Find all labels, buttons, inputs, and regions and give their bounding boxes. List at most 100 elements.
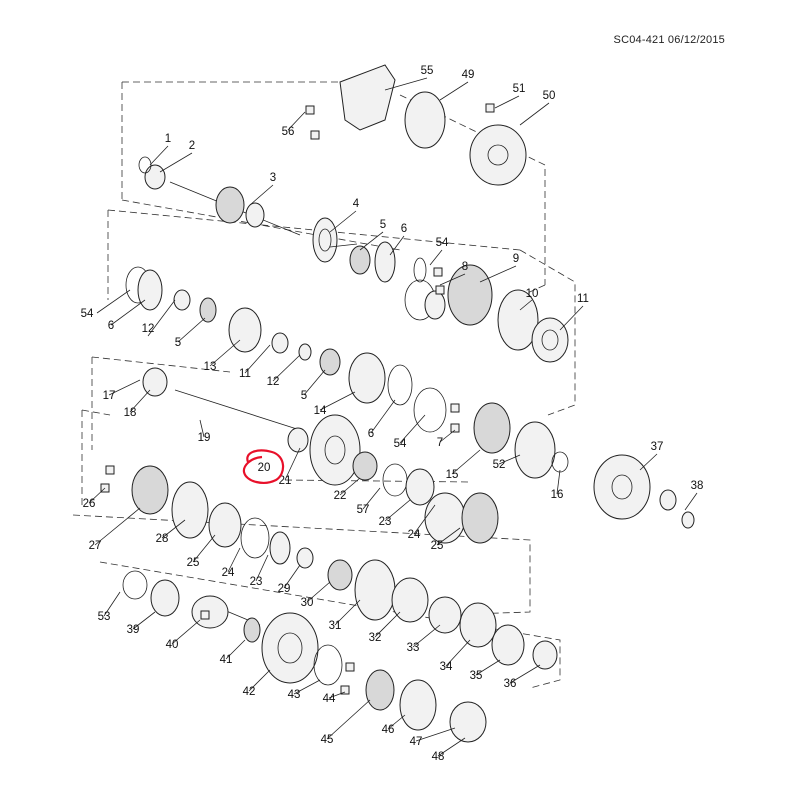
leader-49 [334,599,361,626]
fastener-0 [305,105,315,115]
leader-9 [384,77,428,91]
part-shape-35 [473,402,511,454]
fastener-7 [433,267,443,277]
part-shape-9 [404,91,446,149]
leader-18 [110,299,146,326]
leader-64 [326,699,371,740]
part-shape-31 [324,435,346,465]
callout-6-alt-1: 6 [108,320,114,332]
callout-30: 30 [301,597,314,609]
leader-55 [639,453,658,471]
callout-54-alt-7: 54 [394,438,407,450]
part-shape-34 [405,468,435,506]
callout-20: 20 [258,462,271,474]
callout-41: 41 [220,654,233,666]
callout-37: 37 [651,441,664,453]
callout-3: 3 [270,172,276,184]
part-shape-1 [138,156,152,174]
callout-55: 55 [421,65,434,77]
leader-26 [370,399,396,434]
frame-line-14 [284,479,471,483]
frame-line-2 [121,199,401,251]
leader-2 [249,184,274,206]
leader-8 [494,95,520,109]
callout-39: 39 [127,624,140,636]
callout-48: 48 [432,751,445,763]
part-shape-56 [191,595,229,629]
part-shape-64 [593,454,651,520]
part-shape-24 [531,317,569,363]
part-shape-30 [309,414,361,486]
part-shape-50 [491,624,525,666]
part-shape-20 [348,352,386,404]
leader-19 [147,299,176,337]
part-shape-63 [449,701,487,743]
part-shape-67 [681,511,695,529]
callout-56: 56 [282,126,295,138]
leader-6 [439,81,469,101]
part-shape-7 [374,241,396,283]
leader-3 [329,210,357,233]
leader-53 [475,659,501,676]
frame-line-6 [107,209,521,251]
fastener-6 [340,685,350,695]
part-shape-10 [469,124,527,186]
callout-53: 53 [98,611,111,623]
callout-23-alt-10: 23 [250,576,263,588]
callout-21: 21 [279,475,292,487]
callout-54: 54 [436,237,449,249]
part-shape-59 [277,632,303,664]
part-shape-18 [298,343,312,361]
part-shape-11 [487,144,509,166]
part-shape-4 [312,217,338,263]
fastener-5 [345,662,355,672]
leader-lines [88,77,698,757]
callout-18: 18 [124,407,137,419]
callout-11: 11 [577,293,589,305]
fastener-2 [485,103,495,113]
frame-line-4 [511,284,546,301]
callout-42: 42 [243,686,256,698]
frame-line-9 [91,356,231,373]
part-shape-33 [382,463,408,497]
callout-5-alt-2: 5 [175,337,181,349]
part-shape-60 [313,644,343,686]
leader-41 [88,487,106,504]
leader-44 [192,534,216,563]
callout-22: 22 [334,490,347,502]
callout-25-alt-8: 25 [187,557,200,569]
callout-27: 27 [89,540,102,552]
callout-47: 47 [410,736,423,748]
leader-46 [255,554,269,582]
callout-2: 2 [189,140,195,152]
callout-33: 33 [407,642,420,654]
document-code: SC04-421 06/12/2015 [613,34,725,46]
leader-48 [306,581,331,603]
callout-1: 1 [165,133,171,145]
callout-51: 51 [513,83,526,95]
part-shape-61 [365,669,395,711]
part-shape-2 [215,186,245,224]
part-shape-46 [354,559,396,621]
leader-12 [519,299,533,311]
callout-23: 23 [379,516,392,528]
part-shape-22 [447,264,493,326]
callout-29: 29 [278,583,291,595]
leader-11 [479,265,517,283]
part-shape-8 [413,257,427,283]
frame-line-11 [81,409,111,416]
part-shape-62 [399,679,437,731]
leader-5 [389,235,405,256]
part-shape-32 [352,451,378,481]
leader-36 [339,477,361,496]
part-shape-15 [199,297,217,323]
callout-57: 57 [357,504,370,516]
part-shape-29 [287,427,309,453]
part-shape-53 [461,492,499,544]
shaft-line-1 [174,389,301,431]
callout-36: 36 [504,678,517,690]
part-shape-19 [319,348,341,376]
part-shape-41 [208,502,242,548]
